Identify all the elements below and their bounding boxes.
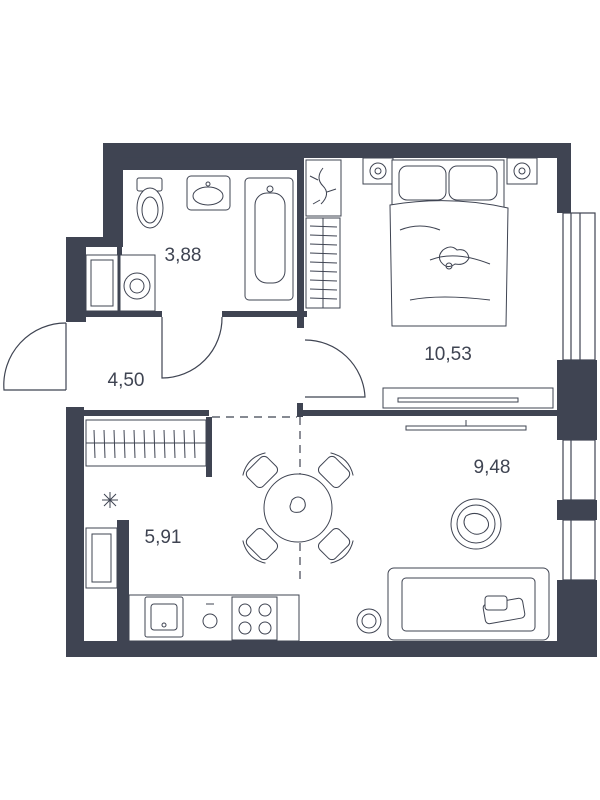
washing-machine [85,254,156,312]
kitchen-plant [102,492,118,508]
bedroom-wardrobe [305,217,341,309]
interior-walls [84,158,557,645]
bathroom-door[interactable] [161,316,223,379]
bedroom-door[interactable] [304,339,366,398]
bathroom-area-label: 3,88 [165,245,202,266]
dining-chair [242,452,279,489]
nightstand-right [506,157,538,185]
living-room-area-label: 9,48 [474,457,511,478]
tv-bedroom [382,387,554,409]
hallway-area-label: 4,50 [108,370,145,391]
stovetop [231,596,278,641]
sofa [387,567,550,641]
dining-table [263,473,333,543]
dining-chair [317,452,354,489]
washbasin [186,175,231,211]
dining-chairs [242,452,354,564]
hallway-wardrobe [85,419,207,467]
round-rug [450,498,502,550]
exterior-walls [66,143,597,657]
double-bed [389,159,509,327]
dining-chair [242,527,279,564]
bedroom-area-label: 10,53 [424,344,472,365]
bathtub [244,177,294,301]
kettle [202,603,218,629]
nightstand-left [362,157,394,185]
kitchen-sink [144,596,184,638]
floor-lamp [356,608,382,634]
kitchen-area-label: 5,91 [145,527,182,548]
kitchen-counter [128,594,300,642]
entrance-door[interactable] [3,322,67,391]
toilet [136,177,164,229]
plant-decor [305,159,342,217]
fridge [85,527,118,589]
tv-living [405,420,527,431]
dining-chair [317,527,354,564]
